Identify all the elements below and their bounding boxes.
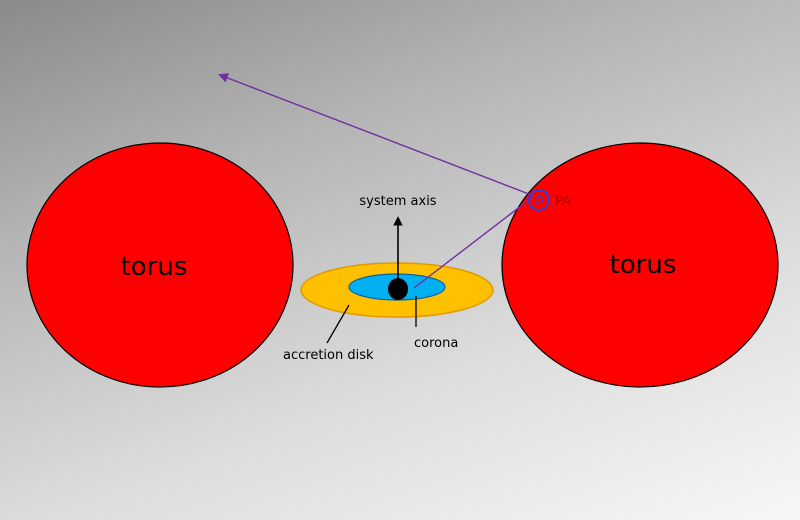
ray-corona-to-pa: [413, 195, 535, 289]
system-axis-label: system axis: [359, 194, 436, 209]
pa-marker-inner: [534, 195, 544, 205]
torus-left-label: torus: [121, 252, 188, 282]
pa-label: PA: [555, 194, 571, 209]
torus-left: [26, 142, 294, 388]
ray-pa-outgoing: [218, 73, 535, 197]
torus-right-label: torus: [610, 250, 677, 280]
black-hole: [388, 278, 408, 300]
torus-right: [501, 142, 779, 388]
accretion-disk-pointer: [326, 304, 350, 344]
accretion-disk-label: accretion disk: [283, 348, 374, 363]
corona-label: corona: [414, 336, 458, 351]
pa-marker-outer: [528, 189, 550, 211]
